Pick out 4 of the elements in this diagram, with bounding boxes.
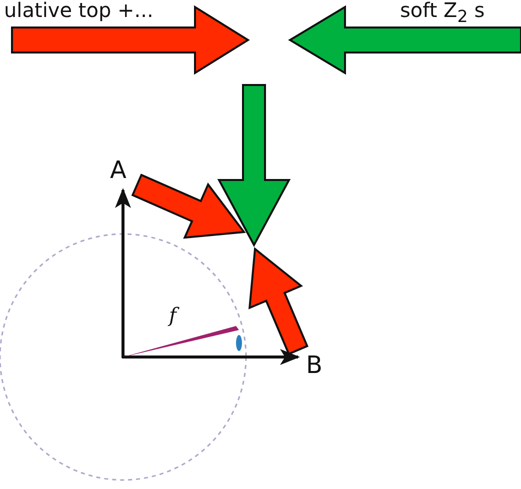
axis-label: B: [306, 353, 322, 377]
heading-text: ulative top +...: [4, 0, 154, 20]
heading-text: soft Z$_{2}$ s: [400, 0, 485, 26]
axis-label: A: [110, 158, 126, 182]
